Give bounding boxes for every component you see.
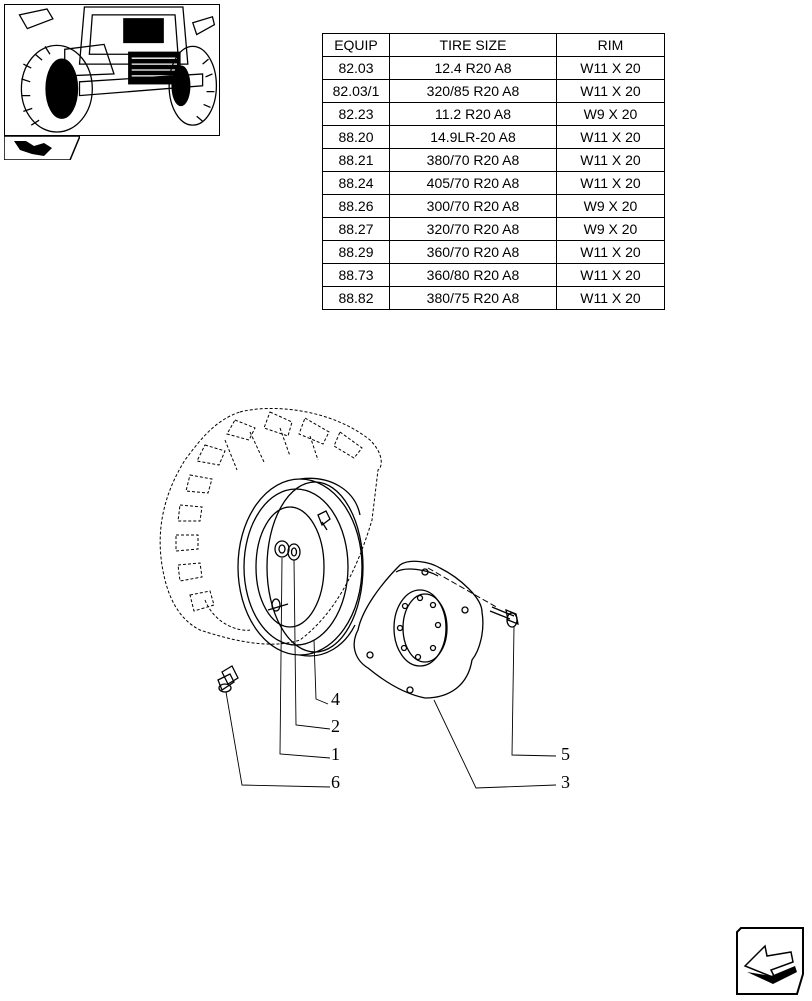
callout-1: 1: [331, 744, 340, 764]
column-header-tire-size: TIRE SIZE: [389, 33, 557, 57]
equip-cell: 88.20: [322, 125, 390, 149]
equip-cell: 88.73: [322, 263, 390, 287]
bolt: [489, 606, 519, 628]
rim-cell: W11 X 20: [556, 56, 665, 80]
tire-size-cell: 12.4 R20 A8: [389, 56, 557, 80]
rim-cell: W9 X 20: [556, 194, 665, 218]
rim-cell: W9 X 20: [556, 102, 665, 126]
equip-cell: 88.21: [322, 148, 390, 172]
section-tab[interactable]: [3, 135, 82, 161]
section-tab-icon: [3, 135, 82, 161]
tire-size-cell: 320/85 R20 A8: [389, 79, 557, 103]
rim-cell: W11 X 20: [556, 79, 665, 103]
rim-cell: W11 X 20: [556, 171, 665, 195]
next-page-button[interactable]: [735, 926, 805, 996]
rim-cell: W11 X 20: [556, 240, 665, 264]
equip-cell: 88.29: [322, 240, 390, 264]
equip-cell: 88.82: [322, 286, 390, 310]
rim-cell: W11 X 20: [556, 286, 665, 310]
column-header-equip: EQUIP: [322, 33, 390, 57]
table-header-row: EQUIP TIRE SIZE RIM: [322, 33, 665, 57]
tractor-thumbnail-icon: [18, 6, 218, 133]
tire-size-cell: 380/75 R20 A8: [389, 286, 557, 310]
equip-cell: 82.23: [322, 102, 390, 126]
bolt-axis-line: [427, 567, 499, 609]
tire-size-cell: 380/70 R20 A8: [389, 148, 557, 172]
column-header-rim: RIM: [556, 33, 665, 57]
rim-cell: W9 X 20: [556, 217, 665, 241]
callout-4: 4: [331, 689, 340, 709]
callout-3: 3: [561, 772, 570, 792]
callout-2: 2: [331, 716, 340, 736]
equip-cell: 88.26: [322, 194, 390, 218]
tire-size-cell: 360/70 R20 A8: [389, 240, 557, 264]
tire-size-cell: 14.9LR-20 A8: [389, 125, 557, 149]
next-page-arrow-icon: [736, 927, 804, 995]
tire-size-cell: 405/70 R20 A8: [389, 171, 557, 195]
tire-size-cell: 320/70 R20 A8: [389, 217, 557, 241]
wheel-exploded-drawing: 4 2 1 6 5 3: [159, 408, 570, 792]
equip-cell: 88.27: [322, 217, 390, 241]
tire-size-cell: 11.2 R20 A8: [389, 102, 557, 126]
equip-cell: 82.03/1: [322, 79, 390, 103]
rim-cell: W11 X 20: [556, 148, 665, 172]
rim: [237, 477, 364, 657]
leader-lines: [225, 557, 557, 789]
tractor-thumbnail: [4, 4, 220, 136]
callout-5: 5: [561, 744, 570, 764]
nut-and-washer: [274, 540, 301, 561]
tire-phantom: [159, 408, 382, 645]
callout-6: 6: [331, 772, 340, 792]
equip-cell: 82.03: [322, 56, 390, 80]
tire-size-cell: 360/80 R20 A8: [389, 263, 557, 287]
rim-cell: W11 X 20: [556, 263, 665, 287]
tire-size-cell: 300/70 R20 A8: [389, 194, 557, 218]
valve: [217, 665, 239, 693]
wheel-disc: [353, 560, 484, 699]
equip-cell: 88.24: [322, 171, 390, 195]
rim-cell: W11 X 20: [556, 125, 665, 149]
